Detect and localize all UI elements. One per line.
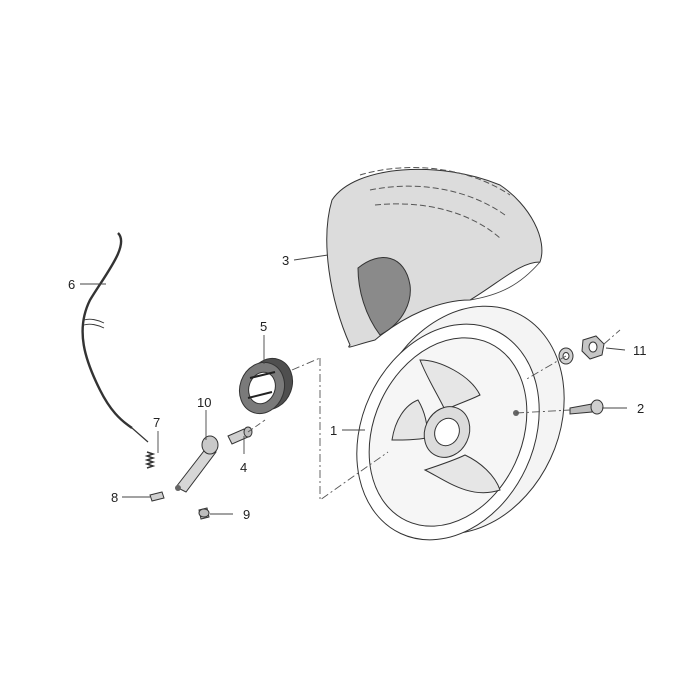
- brake-cam-pin: [227, 426, 253, 445]
- callout-5: 5: [260, 319, 267, 334]
- lever-screw: [198, 507, 210, 520]
- callout-1: 1: [330, 423, 337, 438]
- tire: [326, 167, 543, 348]
- adjuster-pin: [149, 491, 165, 502]
- callout-7: 7: [153, 415, 160, 430]
- callout-11: 11: [633, 343, 647, 358]
- callout-3: 3: [282, 253, 289, 268]
- callout-10: 10: [197, 395, 211, 410]
- brake-cable: [81, 232, 149, 443]
- return-spring: [144, 451, 156, 469]
- callout-2: 2: [637, 401, 644, 416]
- callout-8: 8: [111, 490, 118, 505]
- leader-lines: [80, 254, 627, 515]
- assembly-guides: [247, 329, 621, 501]
- callout-9: 9: [243, 507, 250, 522]
- callout-6: 6: [68, 277, 75, 292]
- brake-shoes: [238, 357, 294, 415]
- brake-lever: [175, 435, 219, 493]
- callout-labels: 1 2 3 4 5 6 7 8 9 10 11: [68, 253, 647, 522]
- wheel-rim: [356, 305, 565, 541]
- axle-bolt: [569, 399, 604, 415]
- washer-and-nut: [558, 335, 605, 365]
- callout-4: 4: [240, 460, 247, 475]
